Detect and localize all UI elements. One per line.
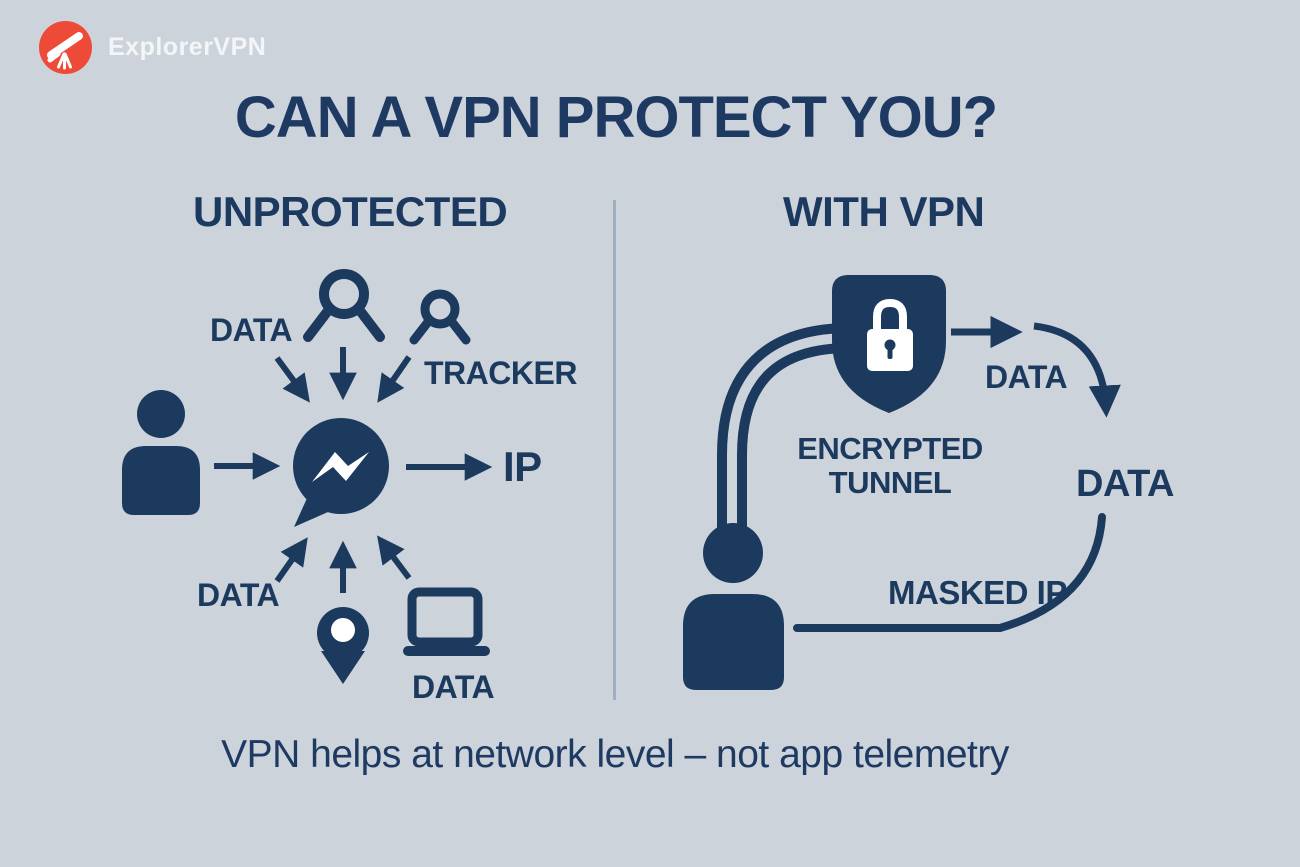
arrows-into-app <box>274 347 412 593</box>
label-data-top: DATA <box>210 312 293 348</box>
page-title: CAN A VPN PROTECT YOU? <box>234 85 998 150</box>
label-tunnel: TUNNEL <box>828 465 952 500</box>
location-pin-icon <box>317 607 369 684</box>
heading-with-vpn: WITH VPN <box>783 188 985 235</box>
tracker-large-icon <box>303 269 385 342</box>
shield-lock-icon <box>832 275 946 413</box>
label-tracker: TRACKER <box>424 355 577 391</box>
arrow-data-down-curve <box>1033 322 1121 418</box>
label-encrypted-tunnel: ENCRYPTED TUNNEL <box>788 432 992 500</box>
heading-unprotected: UNPROTECTED <box>193 188 508 235</box>
brand-logo <box>39 21 92 74</box>
telescope-icon <box>47 32 83 70</box>
label-data-left: DATA <box>197 577 280 613</box>
panel-divider <box>613 200 616 700</box>
brand-name: ExplorerVPN <box>108 33 267 61</box>
user-icon <box>122 390 200 515</box>
messenger-app-icon <box>293 418 389 527</box>
label-data-down: DATA <box>1076 463 1174 505</box>
encrypted-tunnel-pipe <box>717 323 851 552</box>
label-encrypted: ENCRYPTED <box>797 431 983 466</box>
label-ip: IP <box>503 443 542 490</box>
laptop-icon <box>403 587 490 656</box>
label-data-out: DATA <box>985 359 1068 395</box>
masked-ip-return-path <box>793 513 1106 632</box>
label-data-bottom: DATA <box>412 669 495 705</box>
vpn-user-icon <box>683 523 784 690</box>
label-masked-ip: MASKED IP <box>888 574 1067 611</box>
tracker-small-icon <box>409 289 471 345</box>
caption: VPN helps at network level – not app tel… <box>221 733 1009 776</box>
